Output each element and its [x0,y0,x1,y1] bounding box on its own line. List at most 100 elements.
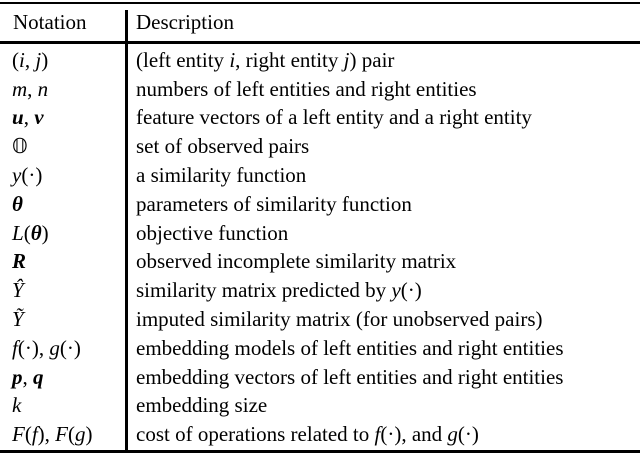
table-row: (i, j)(left entity i, right entity j) pa… [0,46,640,75]
math-token: embedding size [136,393,268,418]
math-token: (·) [400,278,422,303]
notation-column-header: Notation [13,10,87,34]
math-token: objective function [136,220,289,245]
math-token: f [31,422,38,447]
notation-cell: R [0,249,128,274]
notation-cell: F(f), F(g) [0,422,128,447]
math-token: q [33,364,44,389]
math-token: imputed similarity matrix (for unobserve… [136,307,543,332]
description-cell: observed incomplete similarity matrix [128,249,456,274]
math-token: F [55,422,68,447]
notation-cell: θ [0,192,128,217]
description-cell: a similarity function [128,163,306,188]
math-token: ), [37,422,56,447]
notation-cell: f(·), g(·) [0,336,128,361]
math-token: , right entity [235,47,344,72]
math-token: j [35,47,42,72]
table-row: p, q embedding vectors of left entities a… [0,363,640,392]
description-cell: embedding size [128,393,267,418]
math-token: Ỹ [12,307,24,332]
math-token: (·) [21,163,43,188]
header-separator-rule [0,41,640,44]
bottom-rule [0,450,640,453]
description-cell: set of observed pairs [128,134,309,159]
math-token: k [12,393,22,418]
notation-cell: L(θ) [0,221,128,246]
top-rule [0,2,640,4]
description-column-header: Description [136,10,234,34]
math-token: y [391,278,401,303]
description-cell: feature vectors of a left entity and a r… [128,105,532,130]
math-token: embedding vectors of left entities and r… [136,364,564,389]
description-cell: cost of operations related to f(·), and … [128,422,479,447]
table-row: k embedding size [0,392,640,421]
math-token: R [12,249,27,274]
notation-cell: 𝕆 [0,134,128,159]
math-token: , [27,76,38,101]
table-row: y(·) a similarity function [0,161,640,190]
math-token: u [12,105,24,130]
column-divider [125,10,128,450]
notation-cell: (i, j) [0,48,128,73]
math-token: (·) [457,422,479,447]
math-token: i [19,47,25,72]
math-token: (·), and [380,422,448,447]
description-cell: parameters of similarity function [128,192,412,217]
table-row: m, n numbers of left entities and right e… [0,75,640,104]
description-cell: numbers of left entities and right entit… [128,77,477,102]
math-token: ) pair [349,47,395,72]
math-token: g [75,422,86,447]
math-token: ( [24,422,32,447]
math-token: m [12,76,28,101]
description-cell: (left entity i, right entity j) pair [128,48,394,73]
table-body: (i, j)(left entity i, right entity j) pa… [0,46,640,449]
math-token: feature vectors of a left entity and a r… [136,105,532,130]
math-token: 𝕆 [12,134,28,159]
math-token: g [447,422,458,447]
notation-cell: Ŷ [0,278,128,303]
math-token: ( [23,220,31,245]
math-token: ) [85,422,93,447]
math-token: ( [68,422,75,447]
notation-cell: k [0,393,128,418]
math-token: (·) [59,335,81,360]
table-row: θ parameters of similarity function [0,190,640,219]
math-token: cost of operations related to [136,422,375,447]
notation-cell: y(·) [0,163,128,188]
description-cell: imputed similarity matrix (for unobserve… [128,307,543,332]
math-token: θ [12,191,23,216]
math-token: set of observed pairs [136,134,310,159]
math-token: similarity matrix predicted by [136,278,392,303]
table-row: u, v feature vectors of a left entity and… [0,104,640,133]
notation-cell: p, q [0,365,128,390]
math-token: θ [30,220,42,245]
math-token: , [23,105,35,130]
math-token: i [229,47,236,72]
math-token: numbers of left entities and right entit… [136,76,477,101]
math-token: parameters of similarity function [136,191,412,216]
math-token: L [12,220,24,245]
math-token: a similarity function [136,163,307,188]
math-token: observed incomplete similarity matrix [136,249,457,274]
math-token: (·), [17,335,50,360]
table-row: L(θ) objective function [0,219,640,248]
description-cell: embedding vectors of left entities and r… [128,365,563,390]
math-token: , [22,364,33,389]
math-token: ( [12,47,19,72]
math-token: F [12,422,25,447]
table-header-row: Notation Description [0,4,640,41]
notation-cell: m, n [0,77,128,102]
notation-cell: u, v [0,105,128,130]
math-token: f [12,335,18,360]
math-token: embedding models of left entities and ri… [136,335,564,360]
description-cell: similarity matrix predicted by y(·) [128,278,422,303]
math-token: v [34,105,44,130]
math-token: ) [41,47,49,72]
table-row: f(·), g(·) embedding models of left entit… [0,334,640,363]
description-cell: embedding models of left entities and ri… [128,336,564,361]
math-token: Ŷ [12,278,24,303]
description-cell: objective function [128,221,288,246]
math-token: g [49,335,60,360]
